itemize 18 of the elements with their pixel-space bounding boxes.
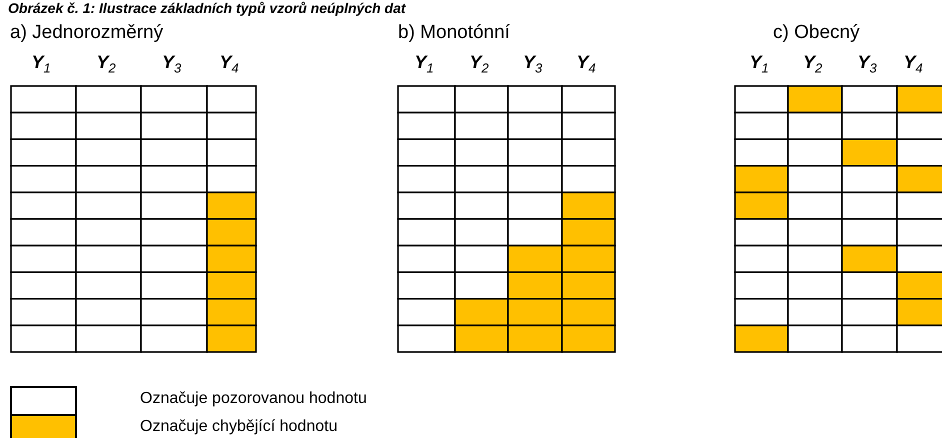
column-header: Y$_{4}$ bbox=[904, 52, 923, 76]
column-header: Y$_{3}$ bbox=[523, 52, 542, 76]
column-header: Y$_{3}$ bbox=[162, 52, 182, 76]
column-header: Y$_{2}$ bbox=[803, 52, 822, 76]
panel-title: c) Obecný bbox=[773, 22, 860, 44]
panel-title: a) Jednorozměrný bbox=[10, 22, 164, 44]
column-header: Y$_{4}$ bbox=[220, 52, 239, 76]
figure-title: Obrázek č. 1: Ilustrace základních typů vzorů neúplných dat bbox=[8, 0, 406, 16]
column-header: Y$_{2}$ bbox=[470, 52, 489, 76]
legend-text: Označuje chybějící hodnotu bbox=[140, 418, 338, 436]
panel-title: b) Monotónní bbox=[398, 22, 510, 44]
legend-text: Označuje pozorovanou hodnotu bbox=[140, 390, 367, 408]
column-header: Y$_{4}$ bbox=[576, 52, 596, 76]
column-header: Y$_{2}$ bbox=[96, 52, 116, 76]
column-header: Y$_{1}$ bbox=[414, 52, 434, 76]
column-header: Y$_{3}$ bbox=[858, 52, 877, 76]
column-header: Y$_{1}$ bbox=[750, 52, 769, 76]
column-header: Y$_{1}$ bbox=[32, 52, 51, 76]
